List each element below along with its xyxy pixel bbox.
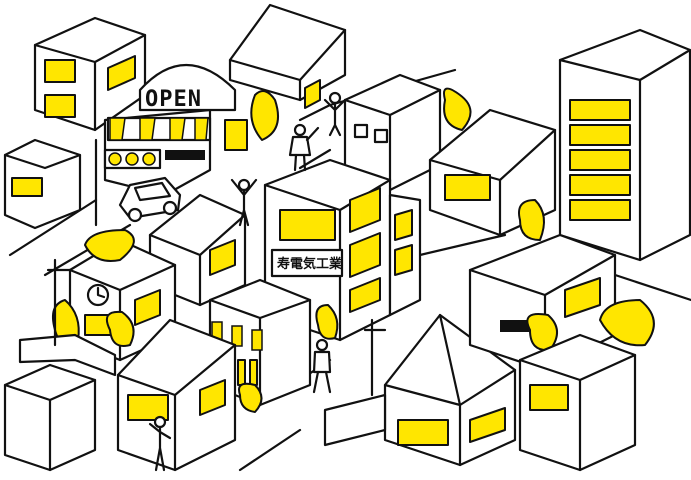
- building-left: [3, 138, 82, 230]
- wall-bottom: [323, 393, 387, 447]
- cube-bottom-right: [518, 333, 637, 472]
- cube-bottom-left: [3, 363, 97, 472]
- person-bottom: [148, 415, 172, 472]
- trees-bottom-right: [526, 299, 655, 352]
- open-shop: OPEN: [103, 63, 248, 197]
- utility-poles: [46, 258, 387, 397]
- tree-cluster: [84, 229, 135, 262]
- people: [148, 91, 347, 472]
- car: [118, 176, 182, 223]
- open-sign: OPEN: [145, 87, 202, 112]
- tree-top: [250, 90, 279, 141]
- house-bottom-left: [116, 318, 237, 472]
- factory-sign: 寿電気工業: [277, 256, 343, 272]
- tree-center: [443, 87, 472, 131]
- tree-shop: [238, 304, 339, 413]
- building-top-left: [33, 16, 147, 132]
- wall-left: [18, 333, 117, 377]
- person-worker: [312, 338, 332, 394]
- traffic-light: [94, 138, 162, 227]
- pyramid-house: [383, 313, 517, 467]
- tree-right: [518, 199, 545, 241]
- person-walking: [288, 123, 320, 172]
- factory-side: [388, 193, 422, 317]
- person-waving-top: [323, 91, 347, 137]
- tower-right: [558, 28, 691, 262]
- house-right: [428, 108, 557, 237]
- house-top-middle: [228, 3, 347, 109]
- tree-left: [52, 299, 135, 347]
- person-arms-up: [230, 178, 258, 227]
